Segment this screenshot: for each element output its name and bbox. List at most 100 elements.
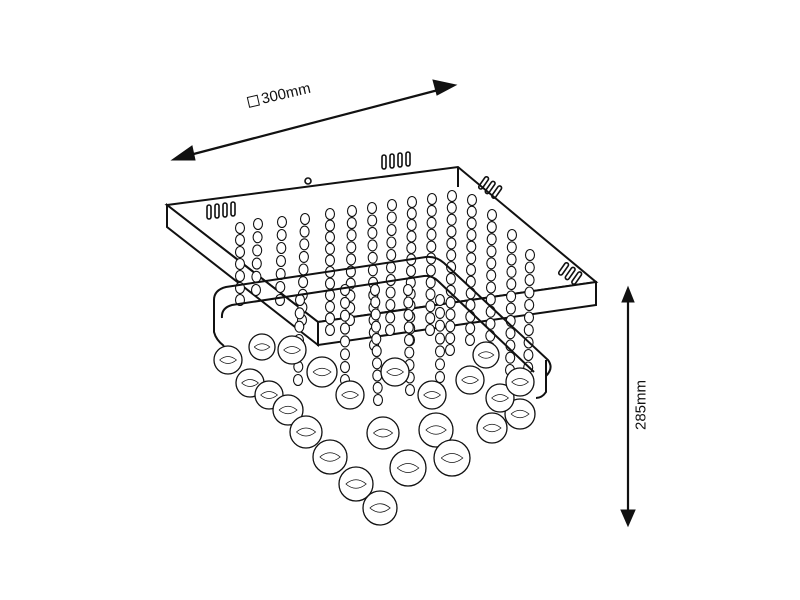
crystal-bead — [404, 383, 416, 397]
crystal-bead — [425, 312, 436, 325]
crystal-bead — [366, 201, 378, 215]
crystal-bead — [372, 393, 384, 407]
crystal-bead — [370, 320, 382, 333]
crystal-bead — [505, 302, 516, 315]
crystal-bead — [445, 320, 456, 333]
crystal-bead — [434, 358, 446, 371]
crystal-bead — [466, 193, 478, 207]
crystal-facet — [219, 356, 238, 364]
crystal-bead — [406, 241, 417, 255]
crystal-bead — [446, 261, 457, 274]
crystal-bead — [339, 322, 351, 335]
crystal-bead — [426, 192, 438, 206]
crystal-bead — [367, 239, 378, 252]
crystal-bead — [367, 226, 378, 239]
crystal-bead — [371, 332, 382, 345]
crystal-bead — [465, 322, 476, 335]
crystal-facet — [278, 405, 298, 415]
crystal-facet — [423, 391, 442, 399]
crystal-bead — [465, 263, 477, 277]
crystal-facet — [440, 453, 464, 463]
crystal-bead — [445, 308, 456, 321]
crystal-bead — [466, 252, 477, 265]
crystal-bead — [324, 277, 336, 290]
crystal-facet — [369, 503, 391, 513]
crystal-bead — [234, 221, 246, 235]
crystal-bead — [466, 240, 477, 253]
crystal-bead — [234, 233, 246, 247]
crystal-bead — [426, 216, 437, 229]
crystal-bead — [434, 306, 446, 319]
crystal-facet — [396, 463, 420, 473]
crystal-bead — [339, 348, 351, 361]
crystal-bead — [339, 361, 351, 374]
crystal-bead — [385, 286, 396, 299]
crystal-bead — [346, 204, 358, 218]
crystal-bead — [274, 293, 286, 307]
crystal-bead — [275, 254, 287, 268]
crystal-ball — [455, 365, 485, 395]
crystal-bead — [505, 351, 516, 364]
crystal-bead — [506, 228, 518, 242]
vent-slots — [206, 151, 583, 285]
crystal-bead — [445, 296, 456, 309]
crystal-bead — [524, 248, 536, 262]
crystal-bead — [276, 215, 288, 229]
crystal-bead — [252, 231, 263, 244]
crystal-bead — [446, 225, 457, 238]
crystal-bead — [299, 238, 310, 251]
crystal-bead — [346, 229, 357, 242]
crystal-bead — [386, 248, 397, 262]
crystal-ball — [312, 439, 348, 475]
crystal-bead — [234, 245, 246, 259]
crystal-bead — [367, 251, 378, 264]
crystal-bead — [425, 300, 436, 313]
crystal-facet — [425, 425, 447, 435]
crystal-bead — [434, 293, 446, 307]
crystal-facet — [241, 379, 260, 387]
crystal-bead — [506, 290, 517, 303]
crystal-bead — [370, 308, 381, 321]
crystal-bead — [369, 283, 381, 297]
crystal-bead — [372, 381, 383, 394]
crystal-bead — [486, 257, 497, 270]
crystal-bead — [446, 213, 457, 226]
crystal-ball — [306, 356, 338, 388]
crystal-bead — [405, 264, 417, 278]
crystal-bead — [250, 283, 262, 297]
crystal-bead — [251, 270, 262, 283]
crystal-bead — [339, 335, 351, 348]
crystal-bead — [346, 217, 357, 230]
crystal-ball — [289, 415, 323, 449]
crystal-bead — [371, 345, 382, 358]
crystal-bead — [234, 257, 246, 271]
crystal-bead — [434, 332, 446, 345]
crystal-bead — [523, 348, 534, 362]
crystal-ball — [505, 367, 535, 397]
crystal-bead — [292, 373, 304, 387]
crystal-bead — [524, 298, 535, 312]
crystal-bead — [406, 207, 417, 220]
crystal-bead — [434, 371, 446, 384]
crystal-facet — [260, 391, 279, 399]
crystal-bead — [486, 208, 498, 222]
crystal-balls — [213, 333, 536, 526]
crystal-bead — [404, 346, 415, 359]
crystal-bead — [324, 231, 336, 244]
crystal-bead — [294, 320, 305, 333]
crystal-facet — [511, 378, 530, 386]
crystal-bead — [486, 221, 497, 234]
crystal-bead — [403, 308, 414, 322]
crystal-ball — [504, 398, 536, 430]
crystal-bead — [446, 189, 458, 203]
crystal-bead — [346, 253, 357, 266]
crystal-ring-frame — [213, 255, 552, 399]
crystal-bead — [367, 264, 378, 277]
crystal-bead — [252, 244, 263, 257]
crystal-ball — [213, 345, 243, 375]
crystal-bead — [524, 261, 535, 274]
crystal-bead — [324, 219, 336, 232]
crystal-bead — [298, 250, 309, 263]
crystal-bead — [234, 269, 246, 283]
